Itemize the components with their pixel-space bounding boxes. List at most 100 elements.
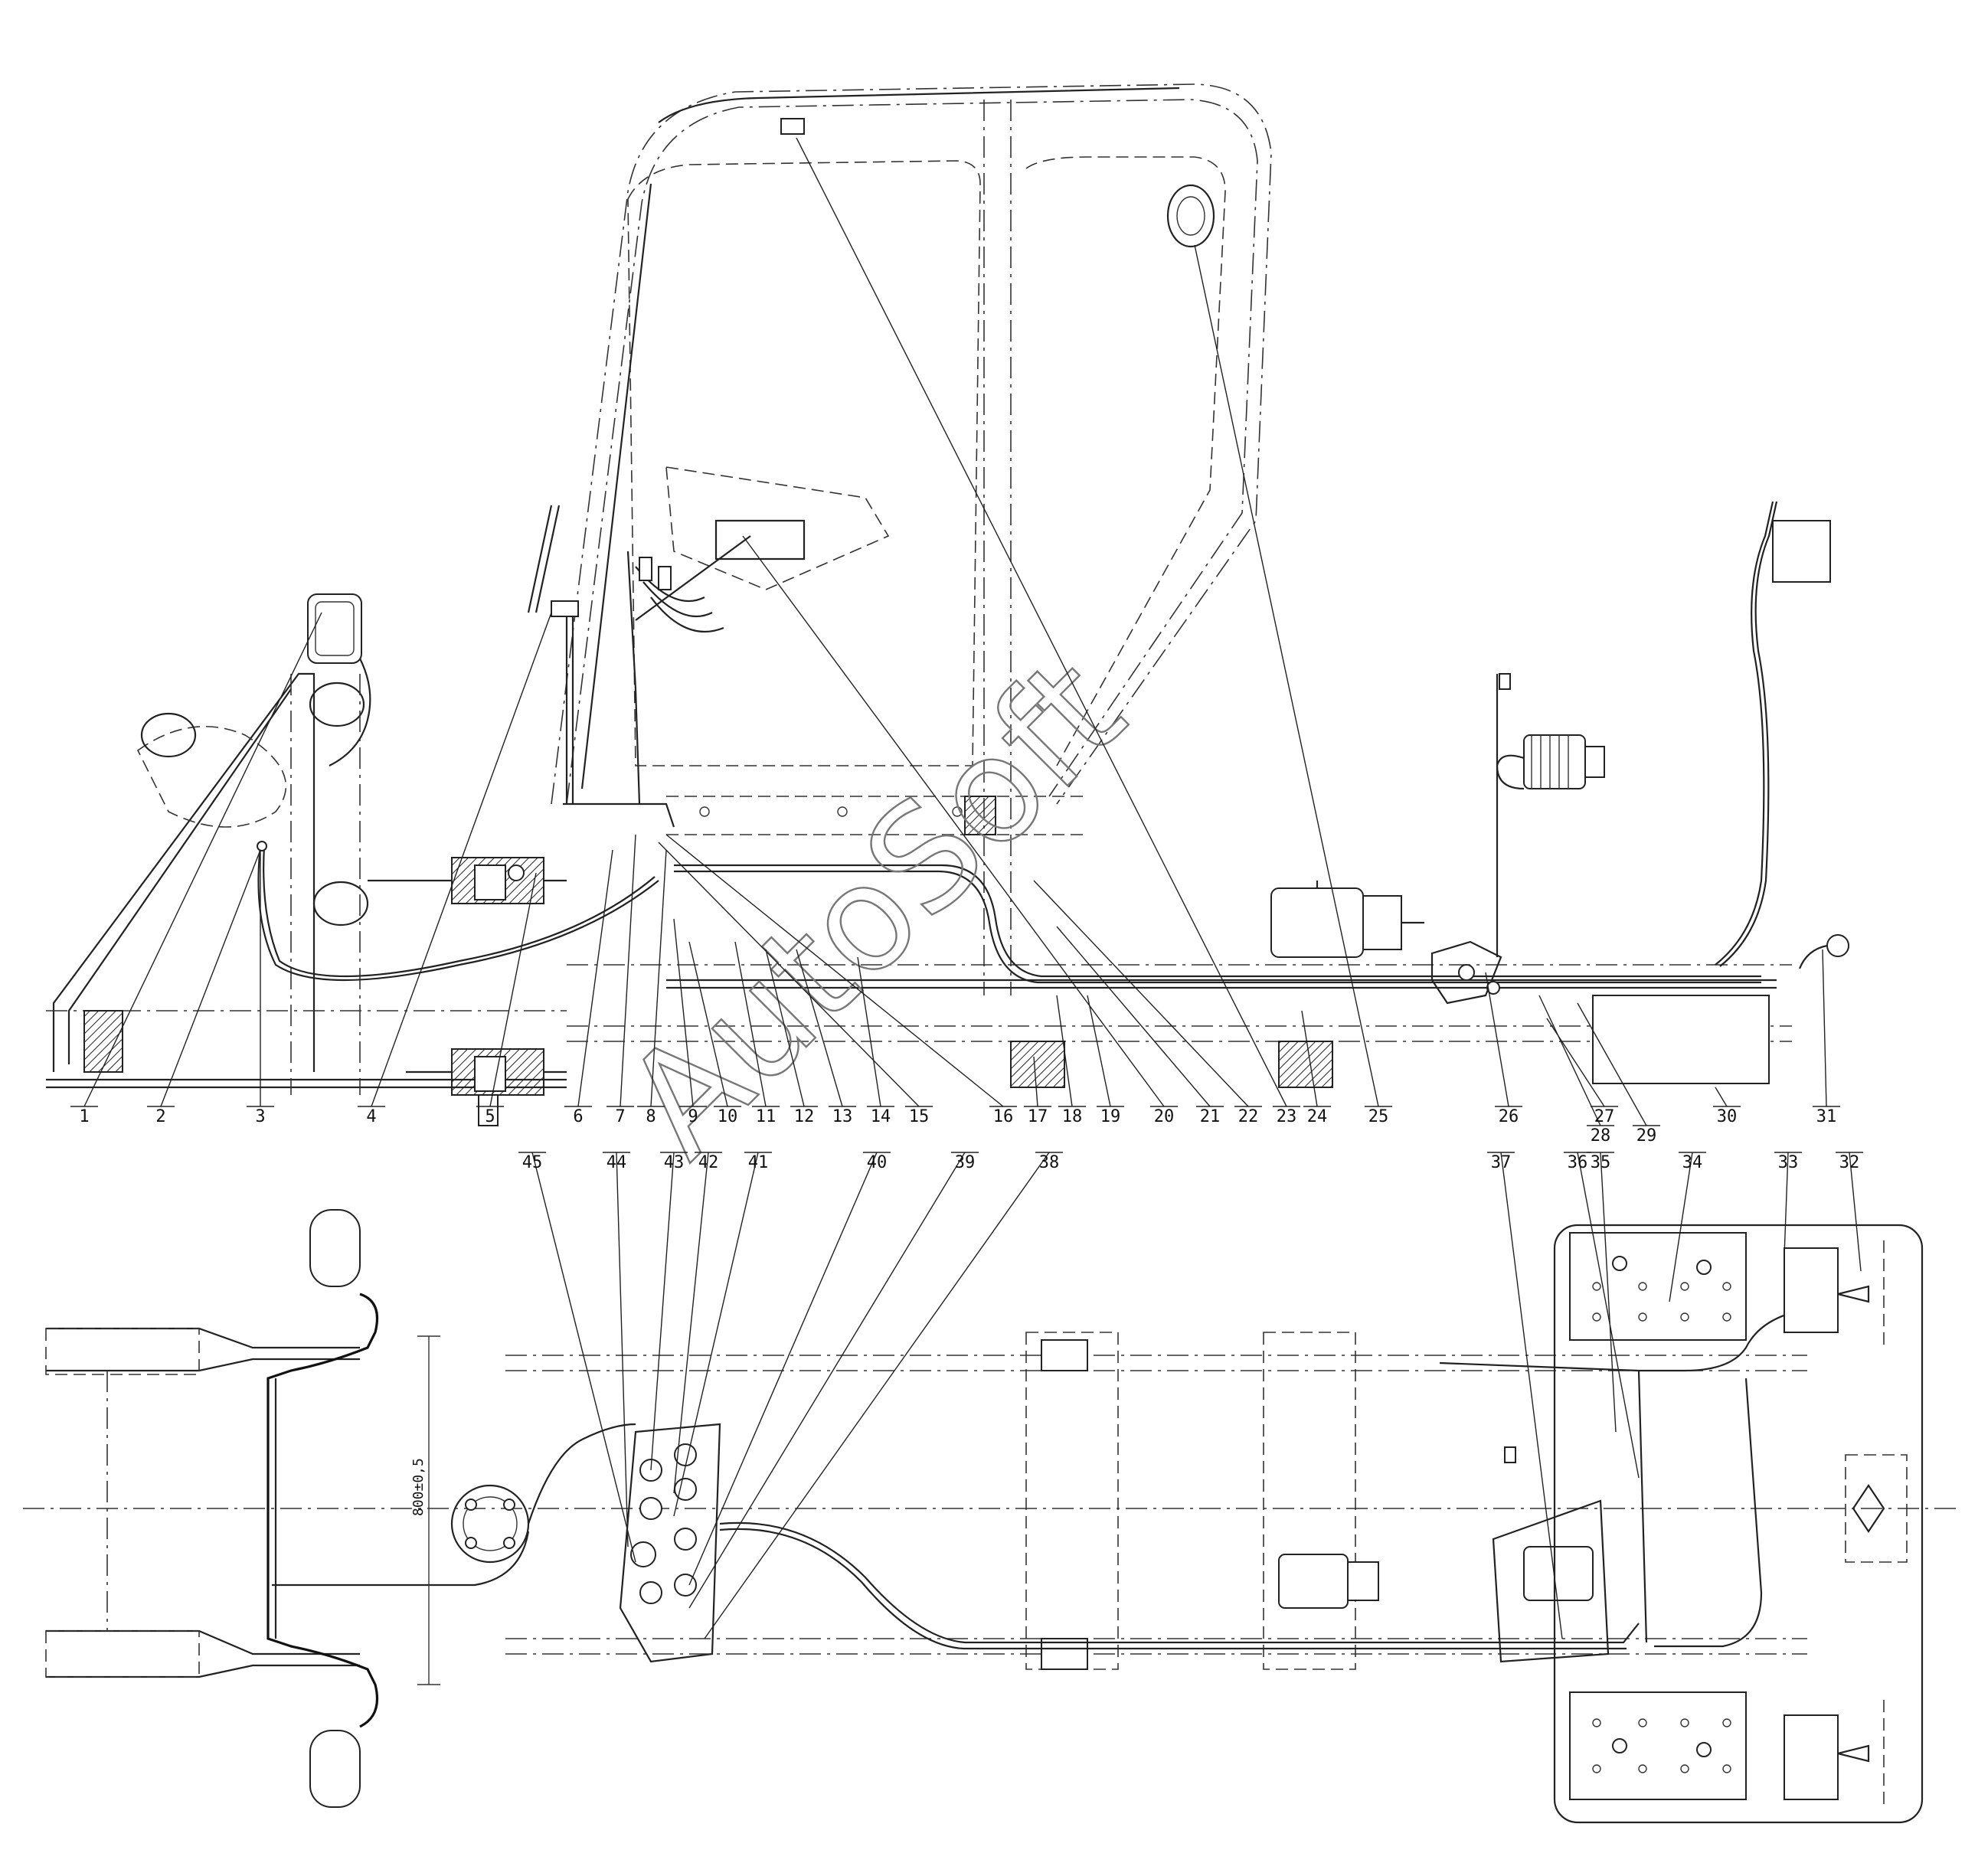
callout-leader [620, 834, 636, 1107]
callout-leader [734, 941, 767, 1107]
callout-number: 23 [1277, 1107, 1297, 1126]
dimension-label: 800±0,5 [410, 1458, 427, 1516]
callout-number: 36 [1568, 1153, 1588, 1172]
callout-number: 43 [664, 1153, 685, 1172]
callout-leader [83, 612, 322, 1107]
callout-number: 13 [832, 1107, 853, 1126]
callout-number: 10 [718, 1107, 738, 1126]
callout-number: 45 [522, 1153, 543, 1172]
callout-number: 29 [1636, 1126, 1657, 1146]
callout-leader [1194, 244, 1379, 1107]
starter-motor [1270, 881, 1424, 958]
callout-number: 40 [867, 1153, 888, 1172]
callout-leader [1784, 1152, 1789, 1257]
callout-number: 11 [756, 1107, 777, 1126]
callout-leader [531, 1152, 636, 1563]
callout-number: 38 [1039, 1153, 1060, 1172]
dashboard-harness [551, 551, 724, 828]
callout-leader [1669, 1152, 1693, 1302]
callout-leader [1500, 1152, 1563, 1639]
plan-view: 800±0,5 [23, 1209, 1960, 1824]
callout-leader [650, 1152, 675, 1471]
cab-outline [527, 83, 1272, 995]
callout-number: 44 [607, 1153, 627, 1172]
callout-leader [1301, 1010, 1318, 1107]
callout-leaders [70, 137, 1863, 1639]
callout-leader [688, 941, 728, 1107]
alternator-plan [1492, 1446, 1610, 1663]
callout-number: 12 [794, 1107, 815, 1126]
callout-leader [688, 1152, 966, 1609]
callout-number: 39 [955, 1153, 976, 1172]
callout-leader [1033, 880, 1249, 1107]
callout-leader [160, 849, 261, 1107]
callout-number: 9 [688, 1107, 698, 1126]
front-arms [45, 1327, 360, 1678]
callout-number: 32 [1839, 1153, 1860, 1172]
loader-harness [257, 841, 659, 982]
callout-number: 8 [646, 1107, 656, 1126]
front-headlights-plan [266, 1209, 530, 1808]
dimension-800: 800±0,5 [410, 1335, 440, 1685]
steering-wheel [635, 466, 890, 621]
rear-lamp-cable [1715, 501, 1849, 969]
callout-leader [1538, 995, 1601, 1126]
callout-number: 34 [1682, 1153, 1703, 1172]
callout-number: 26 [1499, 1107, 1519, 1126]
callout-leader [616, 1152, 629, 1548]
upper-cylinder [368, 857, 567, 904]
callout-number: 41 [748, 1153, 769, 1172]
callout-number: 6 [573, 1107, 583, 1126]
callout-number: 4 [366, 1107, 376, 1126]
battery-plan [1553, 1224, 1924, 1824]
callout-leader [704, 1152, 1050, 1639]
callout-number: 37 [1491, 1153, 1512, 1172]
callout-number: 31 [1816, 1107, 1837, 1126]
callout-number: 20 [1154, 1107, 1175, 1126]
callout-leader [1056, 995, 1073, 1107]
callout-number: 1 [79, 1107, 89, 1126]
callout-leader [1033, 1056, 1038, 1107]
callout-leader [1087, 995, 1111, 1107]
callout-leader [796, 949, 843, 1107]
callout-number: 24 [1307, 1107, 1328, 1126]
side-view [46, 83, 1849, 1126]
callout-leader [1577, 1152, 1640, 1479]
callout-leader [1600, 1152, 1617, 1433]
callout-leader [1715, 1087, 1728, 1107]
callout-number: 19 [1100, 1107, 1121, 1126]
callout-number: 15 [909, 1107, 930, 1126]
callout-number: 33 [1778, 1153, 1799, 1172]
plan-harness [719, 1308, 1808, 1650]
battery-box [1592, 995, 1770, 1084]
callout-number: 14 [871, 1107, 891, 1126]
callout-leader [765, 949, 805, 1107]
callout-leader [673, 1152, 709, 1494]
callout-leader [1485, 972, 1509, 1107]
callout-leader [857, 956, 881, 1107]
chassis-plan [505, 1332, 1807, 1670]
callout-number: 21 [1200, 1107, 1221, 1126]
callout-leader [650, 849, 667, 1107]
callout-leader [796, 137, 1287, 1107]
lower-cylinder [406, 1048, 567, 1126]
callout-leader [1822, 949, 1827, 1107]
callout-number: 30 [1717, 1107, 1738, 1126]
callout-leader [673, 1152, 759, 1517]
callout-leader [489, 872, 537, 1107]
instrument-panel [619, 1423, 721, 1663]
callout-number: 16 [993, 1107, 1014, 1126]
callout-leader [673, 918, 694, 1107]
starter-plan [1278, 1554, 1379, 1609]
callout-number: 28 [1591, 1126, 1611, 1146]
cab-mounts [964, 796, 1333, 1088]
alternator [1496, 673, 1605, 957]
callout-number: 35 [1591, 1153, 1611, 1172]
callout-leader [658, 842, 920, 1107]
callout-leader [577, 849, 613, 1107]
loader-frame [46, 672, 567, 1095]
callout-number: 27 [1594, 1107, 1615, 1126]
callout-leader [1056, 926, 1211, 1107]
